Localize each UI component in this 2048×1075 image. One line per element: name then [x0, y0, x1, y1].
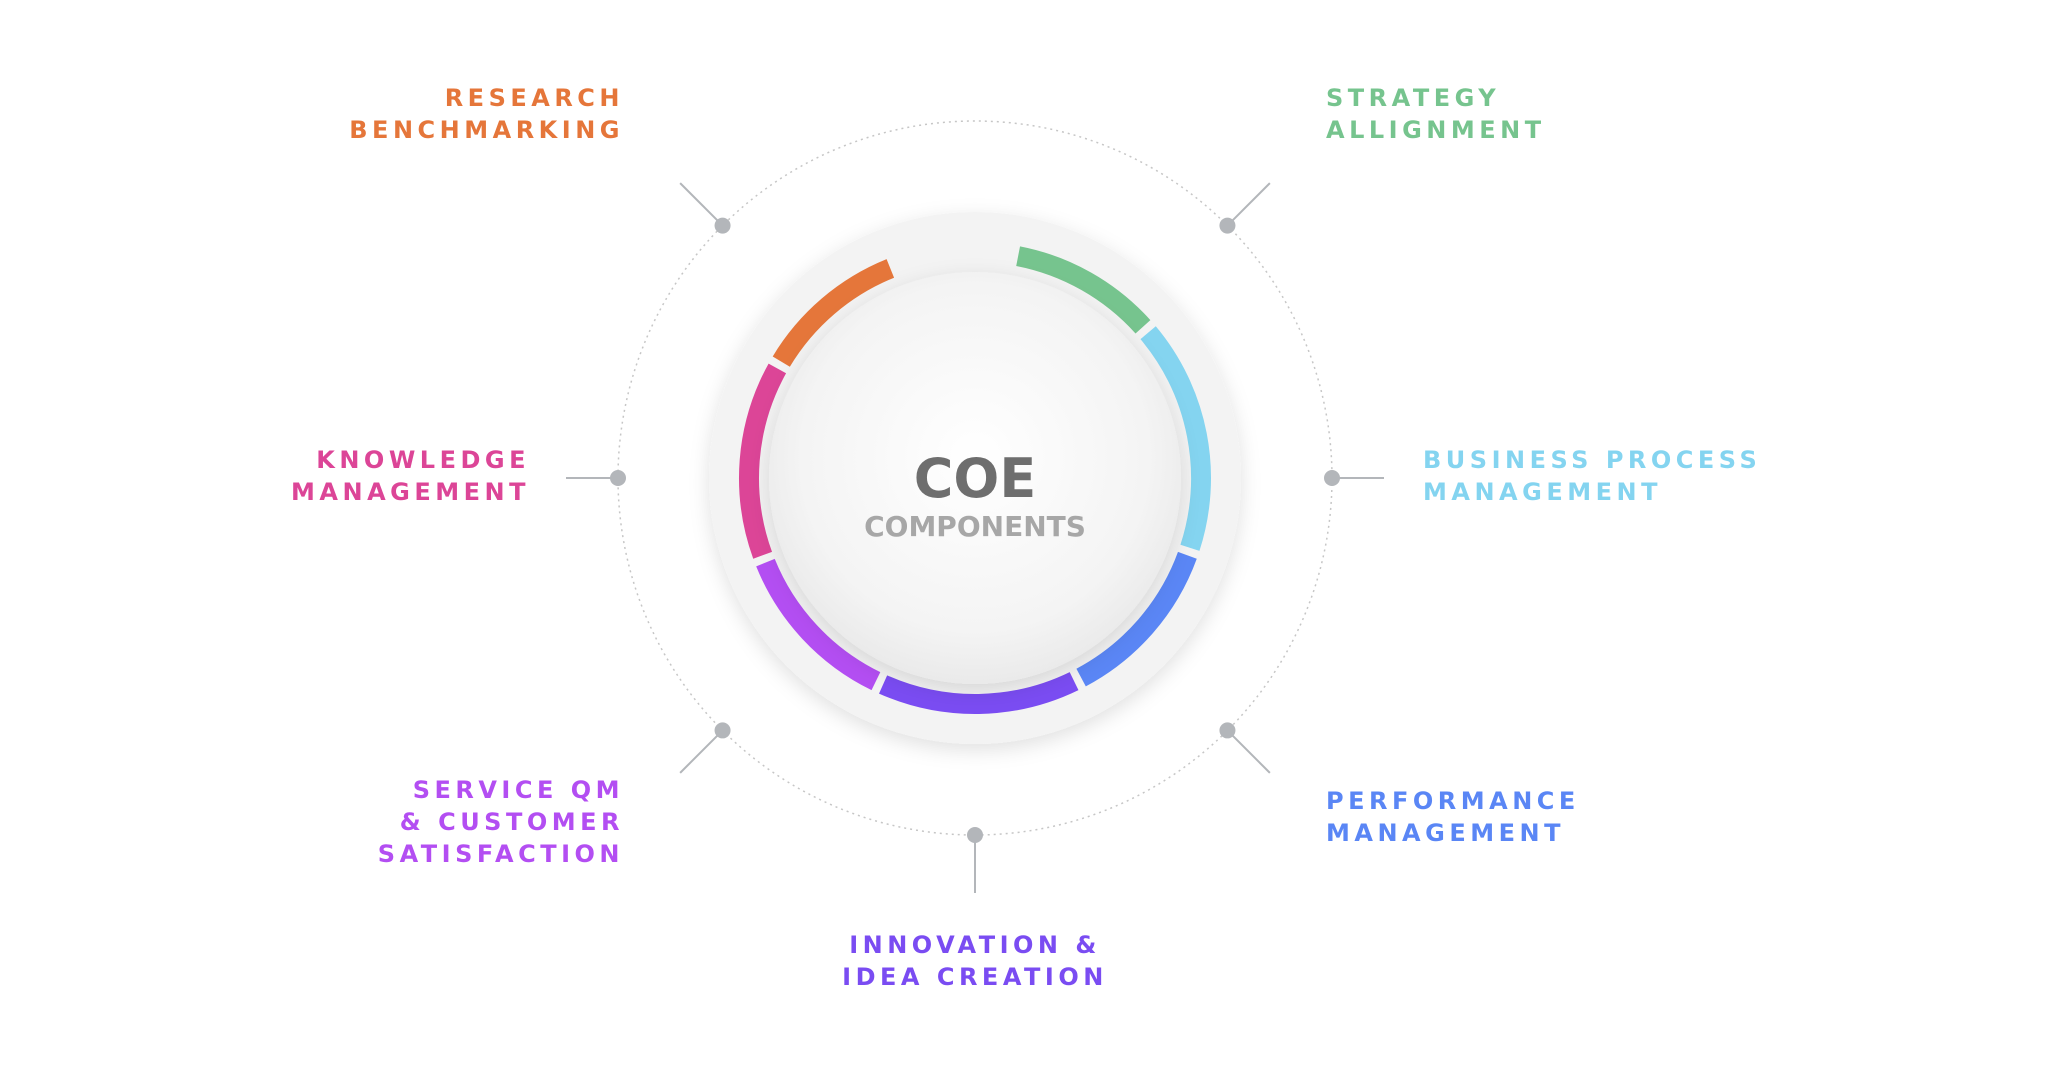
center-subtitle: COMPONENTS: [864, 510, 1086, 543]
label-service-qm-customer-satisfaction: SERVICE QM & CUSTOMER SATISFACTION: [378, 774, 624, 870]
label-strategy-allignment: STRATEGY ALLIGNMENT: [1326, 82, 1546, 146]
connector-line-research: [679, 182, 724, 227]
label-line: MANAGEMENT: [291, 478, 530, 506]
label-line: SATISFACTION: [377, 840, 624, 868]
label-business-process-management: BUSINESS PROCESS MANAGEMENT: [1423, 444, 1761, 508]
label-line: STRATEGY: [1326, 84, 1501, 112]
arc-business: [1140, 326, 1211, 551]
connector-dot-business: [1324, 470, 1340, 486]
connectors: [566, 182, 1384, 893]
inner-disc: [769, 272, 1181, 684]
label-line: MANAGEMENT: [1423, 478, 1662, 506]
label-innovation-idea-creation: INNOVATION & IDEA CREATION: [775, 929, 1175, 993]
connector-dot-knowledge: [610, 470, 626, 486]
label-line: BUSINESS PROCESS: [1423, 446, 1762, 474]
arc-performance: [1076, 551, 1197, 687]
label-line: PERFORMANCE: [1326, 787, 1580, 815]
connector-dot-performance: [1219, 722, 1236, 739]
connector-line-service: [679, 729, 724, 774]
arc-innovation: [879, 672, 1079, 714]
label-line: KNOWLEDGE: [316, 446, 530, 474]
label-line: SERVICE QM: [412, 776, 624, 804]
connector-line-performance: [1226, 729, 1271, 774]
label-performance-management: PERFORMANCE MANAGEMENT: [1326, 785, 1580, 849]
label-line: IDEA CREATION: [842, 963, 1108, 991]
connector-line-strategy: [1226, 182, 1271, 227]
label-line: ALLIGNMENT: [1326, 116, 1546, 144]
connector-dot-research: [714, 217, 731, 234]
arc-strategy: [1016, 246, 1151, 334]
arc-knowledge: [739, 363, 787, 559]
center-title: COE: [914, 447, 1036, 510]
label-line: INNOVATION &: [849, 931, 1101, 959]
connector-dot-innovation: [967, 827, 983, 843]
label-line: BENCHMARKING: [349, 116, 624, 144]
label-line: RESEARCH: [444, 84, 624, 112]
label-line: MANAGEMENT: [1326, 819, 1565, 847]
segment-arcs: [739, 246, 1211, 714]
label-knowledge-management: KNOWLEDGE MANAGEMENT: [291, 444, 530, 508]
arc-service: [756, 558, 881, 691]
label-line: & CUSTOMER: [399, 808, 624, 836]
arc-research: [772, 259, 895, 367]
connector-dot-service: [714, 722, 731, 739]
connector-dot-strategy: [1219, 217, 1236, 234]
label-research-benchmarking: RESEARCH BENCHMARKING: [349, 82, 624, 146]
